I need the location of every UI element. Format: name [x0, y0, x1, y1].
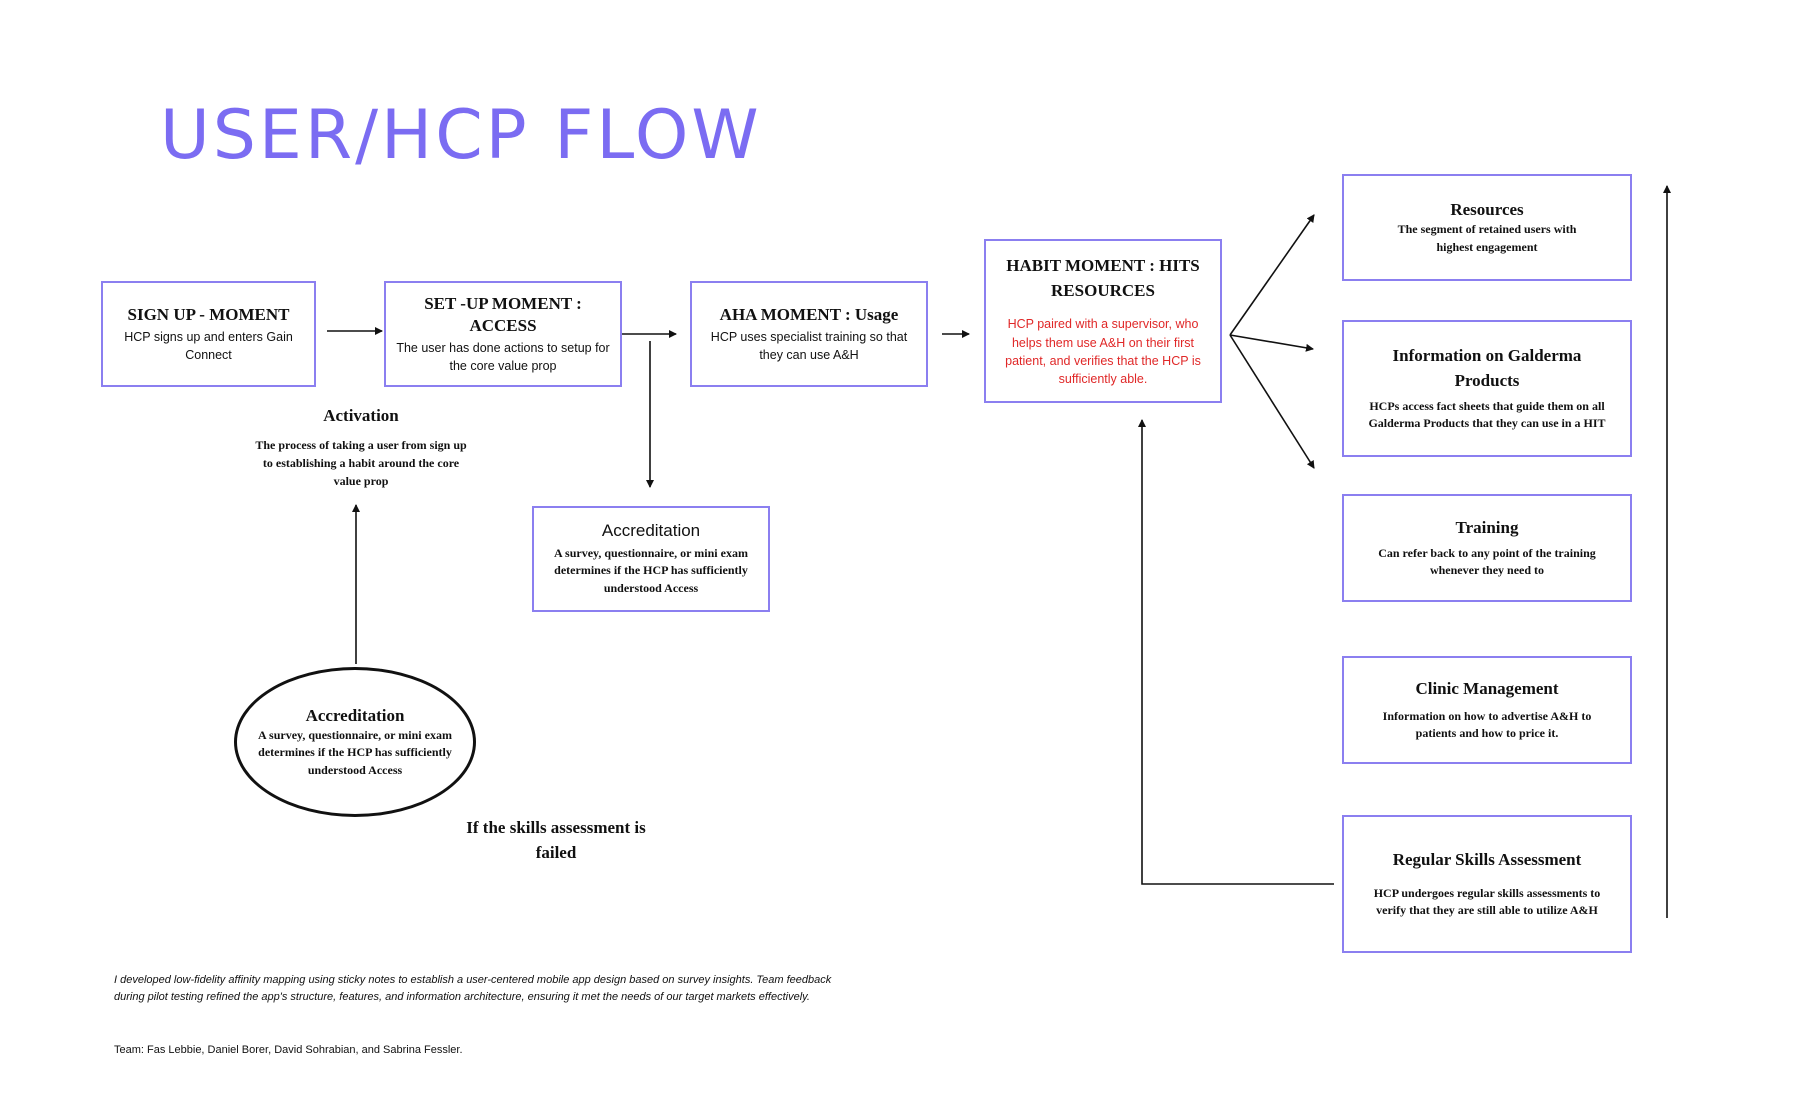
failed-assessment-label: If the skills assessment is failed	[466, 818, 646, 862]
setup-moment-text: The user has done actions to setup for t…	[396, 340, 610, 374]
accreditation-box: Accreditation A survey, questionnaire, o…	[532, 506, 770, 612]
clinic-management-box: Clinic Management Information on how to …	[1342, 656, 1632, 764]
skills-assessment-text: HCP undergoes regular skills assessments…	[1373, 885, 1601, 918]
galderma-products-box: Information on Galderma Products HCPs ac…	[1342, 320, 1632, 457]
resources-text: The segment of retained users with highe…	[1397, 222, 1577, 254]
page-title: USER/HCP FLOW	[160, 96, 762, 175]
arrow-skills-to-habit	[1138, 419, 1334, 885]
activation-text: The process of taking a user from sign u…	[255, 438, 467, 488]
activation-title: Activation	[323, 406, 399, 425]
aha-moment-box: AHA MOMENT : Usage HCP uses specialist t…	[690, 281, 928, 387]
skills-assessment-box: Regular Skills Assessment HCP undergoes …	[1342, 815, 1632, 953]
training-box: Training Can refer back to any point of …	[1342, 494, 1632, 602]
setup-moment-title: SET -UP MOMENT : ACCESS	[424, 293, 582, 335]
arrow-habit-to-galderma	[1229, 334, 1314, 352]
arrow-habit-to-training	[1229, 334, 1315, 469]
accreditation-ellipse-text: A survey, questionnaire, or mini exam de…	[258, 727, 452, 777]
accreditation-box-text: A survey, questionnaire, or mini exam de…	[554, 545, 748, 595]
galderma-products-text: HCPs access fact sheets that guide them …	[1368, 398, 1606, 431]
signup-moment-box: SIGN UP - MOMENT HCP signs up and enters…	[101, 281, 316, 387]
resources-title: Resources	[1450, 200, 1524, 220]
training-title: Training	[1455, 517, 1519, 537]
aha-moment-text: HCP uses specialist training so that the…	[710, 329, 908, 363]
resources-box: Resources The segment of retained users …	[1342, 174, 1632, 281]
accreditation-ellipse-title: Accreditation	[305, 705, 405, 725]
habit-moment-box: HABIT MOMENT : HITS RESOURCES HCP paired…	[984, 239, 1222, 403]
signup-moment-title: SIGN UP - MOMENT	[127, 304, 290, 324]
setup-moment-box: SET -UP MOMENT : ACCESS The user has don…	[384, 281, 622, 387]
clinic-management-text: Information on how to advertise A&H to p…	[1382, 708, 1592, 741]
team-credits: Team: Fas Lebbie, Daniel Borer, David So…	[114, 1044, 463, 1056]
activation-label: Activation The process of taking a user …	[255, 406, 467, 490]
galderma-products-title: Information on Galderma Products	[1392, 346, 1582, 391]
clinic-management-title: Clinic Management	[1415, 678, 1559, 698]
habit-moment-text: HCP paired with a supervisor, who helps …	[1005, 317, 1201, 386]
habit-moment-title: HABIT MOMENT : HITS RESOURCES	[1006, 256, 1200, 300]
training-text: Can refer back to any point of the train…	[1378, 545, 1596, 578]
signup-moment-text: HCP signs up and enters Gain Connect	[124, 329, 293, 363]
arrow-habit-to-resources	[1229, 214, 1315, 336]
design-note: I developed low-fidelity affinity mappin…	[114, 974, 832, 1004]
accreditation-box-title: Accreditation	[601, 520, 701, 540]
accreditation-ellipse: Accreditation A survey, questionnaire, o…	[234, 667, 476, 817]
aha-moment-title: AHA MOMENT : Usage	[719, 304, 899, 324]
skills-assessment-title: Regular Skills Assessment	[1392, 849, 1582, 869]
